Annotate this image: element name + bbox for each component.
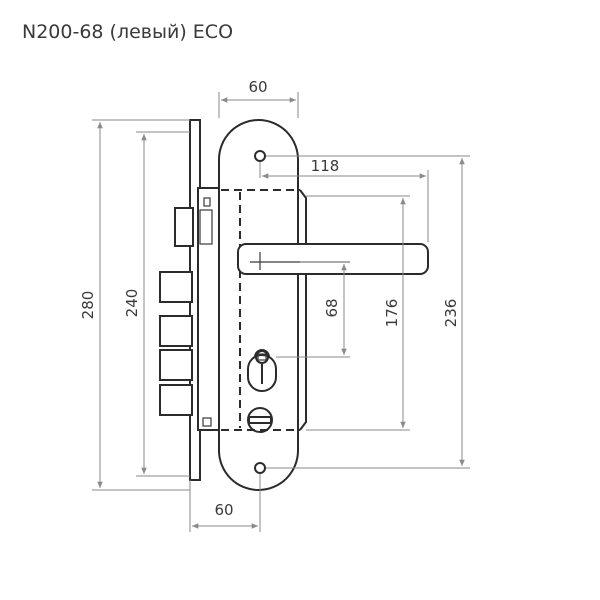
dim-plate-width-label: 60 bbox=[248, 78, 267, 96]
lever-handle bbox=[237, 243, 429, 275]
product-title: N200-68 (левый) ECO bbox=[22, 21, 233, 43]
latch-bolt bbox=[174, 197, 213, 247]
lock-body bbox=[159, 119, 221, 481]
dim-body-height-label: 280 bbox=[79, 291, 97, 320]
dim-center-distance-label: 176 bbox=[383, 299, 401, 328]
dim-lock-height: 240 bbox=[123, 131, 190, 477]
dead-bolts bbox=[159, 271, 193, 416]
keyhole bbox=[247, 349, 277, 392]
top-screw bbox=[254, 150, 266, 162]
thumb-turn bbox=[247, 407, 273, 433]
dim-backset-label: 68 bbox=[323, 298, 341, 317]
dim-lock-width-label: 60 bbox=[214, 501, 233, 519]
dim-plate-height-label: 236 bbox=[442, 299, 460, 328]
dim-body-height: 280 bbox=[79, 119, 190, 491]
handle-plate bbox=[218, 119, 299, 491]
dim-plate-width: 60 bbox=[218, 78, 299, 118]
dim-lock-height-label: 240 bbox=[123, 289, 141, 318]
hidden-lines bbox=[221, 189, 307, 431]
dim-plate-height: 236 bbox=[266, 155, 470, 469]
dim-handle-reach: 118 bbox=[259, 157, 429, 242]
dim-handle-reach-label: 118 bbox=[311, 157, 340, 175]
dim-center-distance: 176 bbox=[306, 195, 410, 431]
dim-backset: 68 bbox=[276, 261, 350, 358]
dim-lock-width: 60 bbox=[189, 474, 261, 532]
bottom-screw bbox=[254, 462, 266, 474]
